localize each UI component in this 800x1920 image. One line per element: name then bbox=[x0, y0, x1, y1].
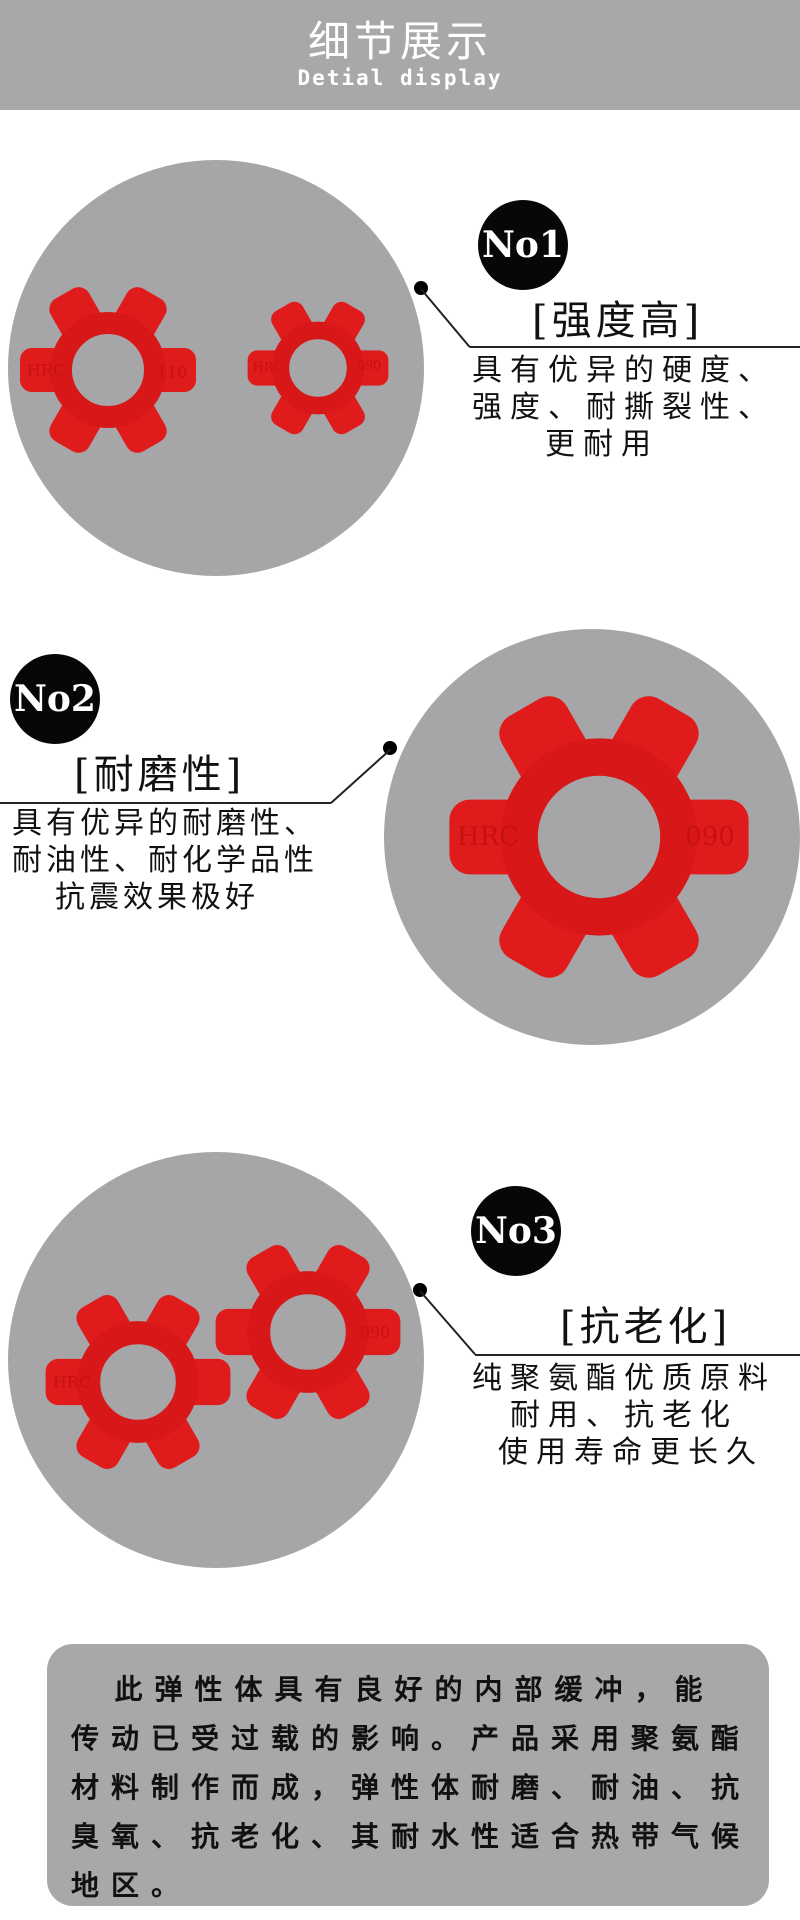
section-desc-line: 更耐用 bbox=[545, 427, 659, 462]
section-desc-line: 抗震效果极好 bbox=[55, 880, 259, 915]
product-mark: HRC bbox=[26, 360, 66, 380]
header-title: 细节展示 bbox=[307, 17, 492, 66]
spider-ring bbox=[271, 321, 365, 415]
pointer-line bbox=[0, 802, 331, 804]
pointer-line bbox=[470, 346, 800, 348]
summary-line: 地区。 bbox=[71, 1869, 192, 1902]
summary-line: 传动已受过载的影响。产品采用聚氨酯 bbox=[71, 1722, 752, 1755]
header-subtitle: Detial display bbox=[297, 66, 503, 90]
badge-no1: No1 bbox=[478, 200, 568, 290]
section-title: [强度高] bbox=[532, 298, 704, 344]
coupling-spider-large bbox=[20, 287, 196, 453]
page-header: 细节展示 Detial display bbox=[0, 0, 800, 110]
product-mark: 090 bbox=[359, 1322, 391, 1342]
section-desc-line: 纯聚氨酯优质原料 bbox=[472, 1361, 776, 1396]
badge-no3: No3 bbox=[471, 1186, 561, 1276]
pointer-line bbox=[475, 1354, 800, 1356]
section-desc-line: 具有优异的硬度、 bbox=[472, 353, 776, 388]
badge-no2: No2 bbox=[10, 654, 100, 744]
pointer-line bbox=[330, 748, 392, 804]
coupling-spider-front bbox=[45, 1295, 231, 1469]
product-image-2: HRC 090 bbox=[384, 629, 800, 1045]
pointer-line bbox=[420, 288, 471, 348]
spider-ring bbox=[500, 738, 698, 936]
coupling-spider-small bbox=[247, 301, 389, 435]
summary-line: 材料制作而成，弹性体耐磨、耐油、抗 bbox=[71, 1771, 752, 1804]
coupling-spider bbox=[449, 696, 749, 978]
section-desc-line: 使用寿命更长久 bbox=[498, 1435, 764, 1470]
spider-ring bbox=[247, 1271, 369, 1393]
spider-ring bbox=[50, 312, 166, 428]
pointer-line bbox=[419, 1290, 476, 1356]
section-title: [抗老化] bbox=[560, 1304, 732, 1350]
product-mark: 090 bbox=[356, 358, 382, 374]
product-mark: HRC bbox=[456, 822, 520, 852]
product-image-3: HRC 090 bbox=[8, 1152, 424, 1568]
product-mark: 090 bbox=[685, 822, 735, 852]
section-title: [耐磨性] bbox=[74, 752, 246, 798]
product-image-1: HRC 110 HRC 090 bbox=[8, 160, 424, 576]
summary-line: 此弹性体具有良好的内部缓冲，能 bbox=[71, 1673, 715, 1706]
summary-line: 臭氧、抗老化、其耐水性适合热带气候 bbox=[71, 1820, 752, 1853]
spider-ring bbox=[77, 1321, 199, 1443]
product-mark: HRC bbox=[52, 1372, 92, 1392]
section-desc-line: 具有优异的耐磨性、 bbox=[12, 806, 318, 841]
section-desc-line: 耐用、抗老化 bbox=[510, 1398, 738, 1433]
product-mark: 110 bbox=[156, 362, 188, 382]
section-desc-line: 耐油性、耐化学品性 bbox=[12, 843, 318, 878]
coupling-spider-back bbox=[215, 1245, 401, 1419]
product-mark: HRC bbox=[252, 360, 284, 376]
section-desc-line: 强度、耐撕裂性、 bbox=[472, 390, 776, 425]
summary-box: 此弹性体具有良好的内部缓冲，能 传动已受过载的影响。产品采用聚氨酯 材料制作而成… bbox=[47, 1644, 769, 1906]
